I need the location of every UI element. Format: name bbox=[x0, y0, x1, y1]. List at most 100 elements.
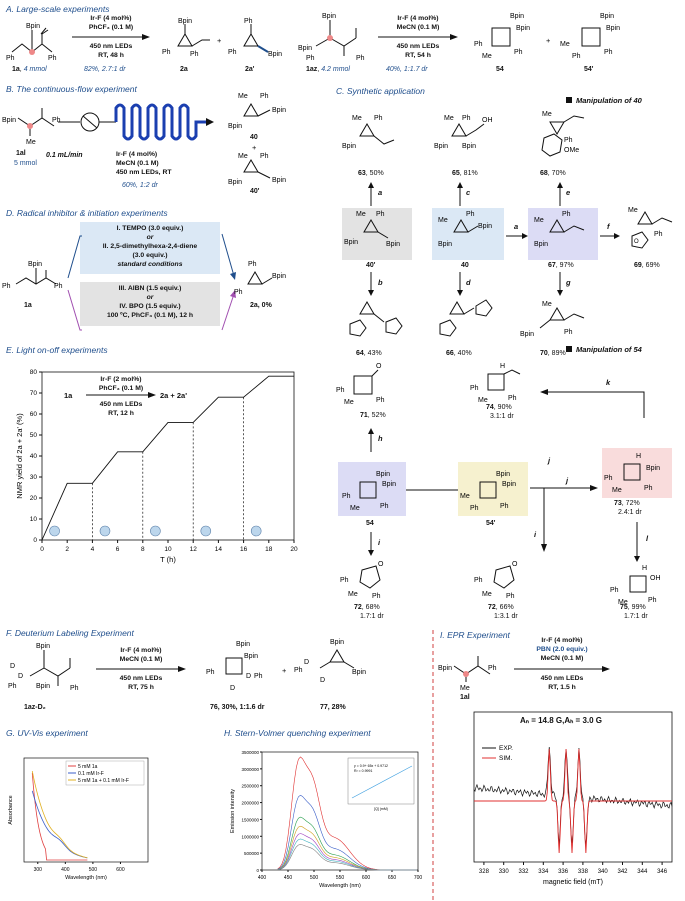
plus-b: + bbox=[252, 143, 257, 152]
box-73 bbox=[602, 448, 672, 498]
cmp-72a-yield: , 68% bbox=[361, 604, 380, 611]
structure-66 bbox=[439, 299, 493, 337]
cmp-54-prime-label: 54' bbox=[486, 520, 496, 527]
svg-text:Ph: Ph bbox=[260, 153, 269, 160]
structure-76: Bpin Bpin Ph D Ph D bbox=[206, 641, 263, 692]
section-d-title: D. Radical inhibitor & initiation experi… bbox=[6, 208, 168, 218]
uv-xtick-label: 300 bbox=[34, 867, 43, 873]
section-h-title: H. Stern-Volmer quenching experiment bbox=[224, 728, 371, 738]
cmp-74-dr: 3.1:1 dr bbox=[490, 413, 514, 420]
cmp-73-label: 73 bbox=[614, 500, 622, 507]
sv-inset-equation: y = 0.9+ 65x + 0.9712 bbox=[354, 764, 388, 768]
chart-e-ytick-label: 20 bbox=[30, 495, 38, 502]
cmp-74-yield: , 90% bbox=[493, 404, 512, 411]
chart-e-ytick-label: 30 bbox=[30, 474, 38, 481]
svg-text:Me: Me bbox=[238, 93, 248, 100]
svg-text:Ph: Ph bbox=[8, 683, 17, 690]
svg-text:Bpin: Bpin bbox=[438, 665, 452, 672]
product-77: 77, 28% bbox=[320, 704, 346, 711]
rxn2-conditions: Ir-F (4 mol%) MeCN (0.1 M) bbox=[396, 15, 440, 31]
svg-text:Bpin: Bpin bbox=[352, 669, 366, 676]
svg-text:Ph: Ph bbox=[514, 49, 523, 56]
sv-xtick-label: 500 bbox=[310, 875, 319, 881]
structure-1a-d: Bpin Ph Ph bbox=[2, 261, 63, 290]
svg-text:Bpin: Bpin bbox=[376, 471, 390, 478]
structure-40-b: Me Ph Bpin Bpin bbox=[228, 93, 286, 130]
svg-text:Me: Me bbox=[482, 53, 492, 60]
svg-text:Bpin: Bpin bbox=[606, 25, 620, 32]
cmp-66-yield: , 40% bbox=[453, 350, 472, 357]
chart-e-xtick-label: 16 bbox=[240, 546, 248, 553]
svg-text:Ph: Ph bbox=[260, 93, 269, 100]
product-40-label-b: 40 bbox=[250, 134, 258, 141]
svg-text:Bpin: Bpin bbox=[510, 13, 524, 20]
svg-text:Bpin: Bpin bbox=[298, 45, 312, 52]
cmp-40-label: 40 bbox=[461, 262, 469, 269]
light-off-icon bbox=[200, 525, 212, 537]
cmp-54-label: 54 bbox=[366, 520, 374, 527]
chart-e-ytick-label: 10 bbox=[30, 516, 38, 523]
svg-text:Ph: Ph bbox=[294, 667, 303, 674]
light-off-icon bbox=[49, 525, 60, 537]
svg-text:Ph: Ph bbox=[604, 49, 613, 56]
cmp-73-yield: , 72% bbox=[621, 500, 640, 507]
epr-legend-sim-label: SIM. bbox=[499, 755, 513, 762]
svg-text:Ph: Ph bbox=[254, 673, 263, 680]
step-b: b bbox=[378, 278, 383, 287]
svg-text:Ph: Ph bbox=[2, 283, 11, 290]
epr-sim-trace bbox=[474, 748, 672, 854]
structure-1az: Bpin Bpin Ph Ph bbox=[298, 13, 365, 62]
rxn1-conditions: Ir-F (4 mol%) PhCF₃ (0.1 M) bbox=[88, 15, 134, 31]
svg-text:Bpin: Bpin bbox=[228, 179, 242, 186]
svg-text:Ph: Ph bbox=[190, 51, 199, 58]
structure-67: Me Ph Bpin bbox=[534, 211, 585, 248]
sm-1az-label: 1az bbox=[306, 66, 318, 73]
svg-text:Me: Me bbox=[350, 505, 360, 512]
svg-text:Me: Me bbox=[618, 599, 628, 606]
sv-spectrum-2 bbox=[277, 794, 417, 871]
svg-text:Ph: Ph bbox=[228, 49, 237, 56]
epr-xlabel: magnetic field (mT) bbox=[543, 879, 603, 886]
sv-ytick-label: 1500000 bbox=[241, 817, 259, 822]
f-conditions-bottom: 450 nm LEDs RT, 75 h bbox=[119, 675, 163, 691]
svg-text:Bpin: Bpin bbox=[26, 23, 40, 30]
uv-legend-label: 0.1 mM Ir-F bbox=[78, 771, 104, 777]
step-i-2: i bbox=[534, 530, 537, 539]
chart-e-xtick-label: 0 bbox=[40, 546, 44, 553]
sm-1a-amount: 4 mmol bbox=[23, 66, 47, 73]
cmp-63-label: 63 bbox=[358, 170, 366, 177]
step-k: k bbox=[606, 378, 611, 387]
uv-legend-box bbox=[65, 760, 145, 786]
sm-1az-d2-label: 1az-D₂ bbox=[24, 704, 46, 711]
svg-text:Ph: Ph bbox=[52, 117, 61, 124]
cmp-64-yield: , 43% bbox=[363, 350, 382, 357]
svg-text:Me: Me bbox=[478, 397, 488, 404]
svg-text:Bpin: Bpin bbox=[228, 123, 242, 130]
structure-71: O Ph Me Ph bbox=[336, 363, 385, 406]
epr-xtick-label: 332 bbox=[518, 869, 529, 875]
epr-xtick-label: 328 bbox=[479, 869, 490, 875]
svg-text:O: O bbox=[376, 363, 382, 370]
sv-spectrum-7 bbox=[277, 844, 417, 871]
structure-69: Me Ph O bbox=[628, 207, 673, 249]
structure-72a: O Ph Me Ph bbox=[340, 561, 384, 600]
step-a-1: a bbox=[378, 188, 383, 197]
structure-70: Me Ph Bpin bbox=[520, 301, 585, 338]
manipulation-54-header: Manipulation of 54 bbox=[566, 345, 642, 354]
svg-text:Me: Me bbox=[534, 217, 544, 224]
svg-text:Bpin: Bpin bbox=[236, 641, 250, 648]
section-e-title: E. Light on-off experiments bbox=[6, 345, 108, 355]
chart-e-sm: 1a bbox=[64, 391, 73, 400]
sm-1az-amount: 4.2 mmol bbox=[321, 66, 350, 73]
arrow-j-from-54 bbox=[406, 489, 458, 491]
arrow-c-c-up bbox=[457, 182, 463, 206]
epr-frame bbox=[473, 711, 673, 863]
uv-xtick-label: 400 bbox=[61, 867, 70, 873]
step-a-2: a bbox=[514, 222, 519, 231]
epr-constants: Aₙ = 14.8 G,Aₕ = 3.0 G bbox=[520, 716, 603, 725]
cmp-67-yield: , 97% bbox=[555, 262, 574, 269]
sv-ytick-label: 2500000 bbox=[241, 784, 259, 789]
epr-xtick-label: 334 bbox=[538, 869, 549, 875]
svg-text:Me: Me bbox=[542, 111, 552, 118]
light-off-icon bbox=[150, 525, 161, 537]
